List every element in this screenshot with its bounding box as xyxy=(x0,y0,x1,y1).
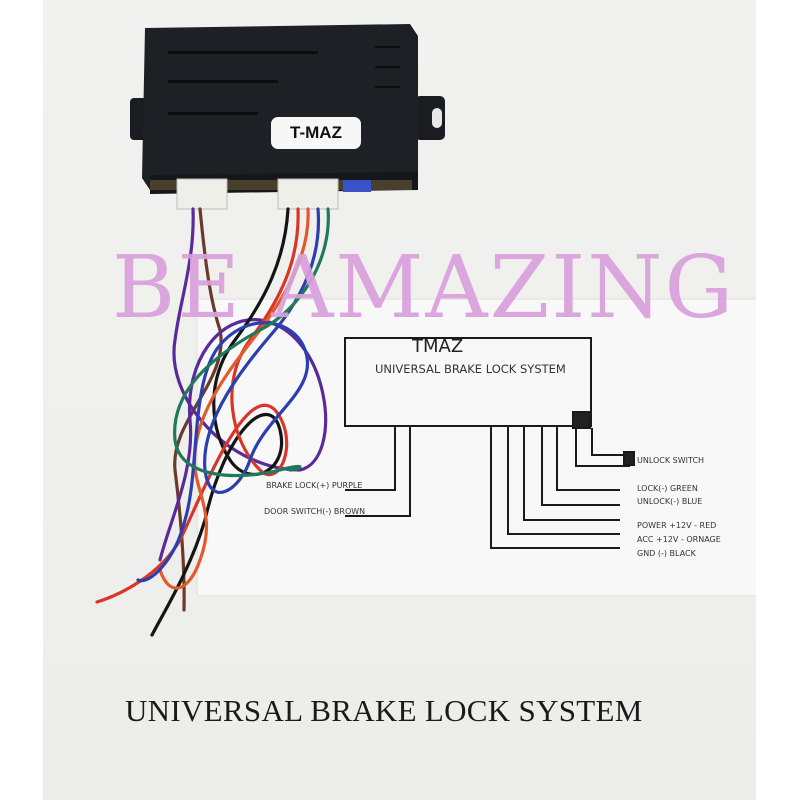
product-caption: UNIVERSAL BRAKE LOCK SYSTEM xyxy=(125,693,643,728)
diagram-subtitle: UNIVERSAL BRAKE LOCK SYSTEM xyxy=(375,362,566,376)
label-acc-orange: ACC +12V - ORNAGE xyxy=(637,535,721,544)
watermark-text: BE AMAZING xyxy=(112,238,736,338)
right-mount-tab xyxy=(415,96,445,140)
connector-right xyxy=(277,178,339,210)
wiring-diagram-paper xyxy=(198,300,756,595)
device-body xyxy=(142,24,418,190)
label-unlock-blue: UNLOCK(-) BLUE xyxy=(637,497,703,506)
device-label: T-MAZ xyxy=(271,117,361,149)
blue-jumper xyxy=(343,180,371,192)
diagram-title: TMAZ xyxy=(412,336,464,357)
connector-left xyxy=(176,178,228,210)
label-unlock-switch: UNLOCK SWITCH xyxy=(637,456,705,465)
label-brake-lock: BRAKE LOCK(+) PURPLE xyxy=(266,481,363,490)
label-gnd-black: GND (-) BLACK xyxy=(637,549,696,558)
label-lock-green: LOCK(-) GREEN xyxy=(637,484,698,493)
diagram-lines xyxy=(344,337,635,549)
label-door-switch: DOOR SWITCH(-) BROWN xyxy=(264,507,366,516)
label-power-red: POWER +12V - RED xyxy=(637,521,717,530)
mount-hole xyxy=(432,108,442,128)
